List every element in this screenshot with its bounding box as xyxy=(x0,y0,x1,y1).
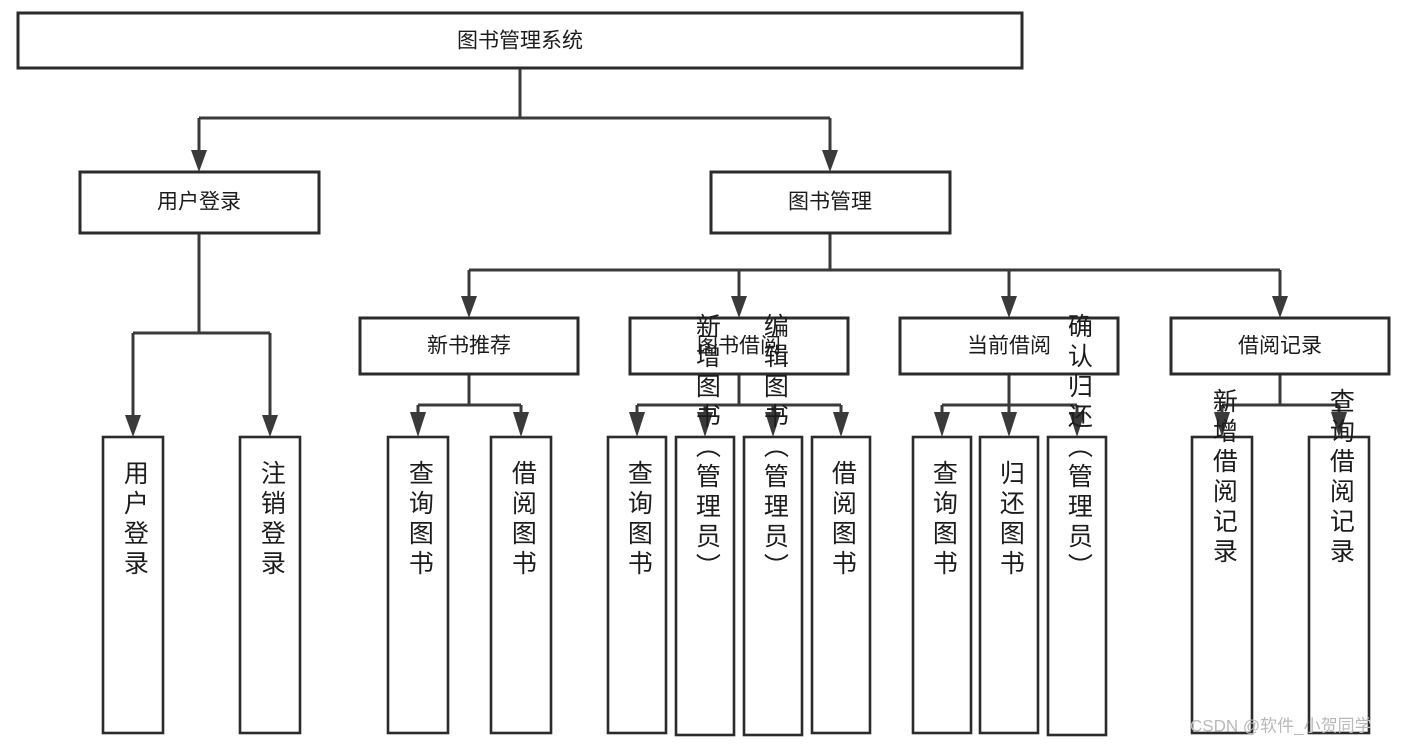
node-leaf-query-book-3-box[interactable] xyxy=(911,435,973,735)
node-book-borrow-box[interactable] xyxy=(628,316,850,376)
node-leaf-query-record-box[interactable] xyxy=(1307,435,1371,735)
node-leaf-borrow-book-1[interactable]: 借阅图书 xyxy=(489,435,553,735)
node-leaf-query-book-2-box[interactable] xyxy=(606,435,668,735)
node-current-borrow[interactable]: 当前借阅 xyxy=(898,316,1120,376)
node-root[interactable]: 图书管理系统 xyxy=(16,11,1024,70)
arrow-head-leaf-borrow-book-2 xyxy=(833,412,849,437)
node-leaf-edit-book[interactable]: 编辑图书（管理员） xyxy=(742,313,804,737)
node-current-borrow-box[interactable] xyxy=(898,316,1120,376)
arrow-head-leaf-edit-book xyxy=(765,412,781,437)
node-leaf-add-book-box[interactable] xyxy=(674,435,736,737)
arrow-head-leaf-return-book xyxy=(1001,412,1017,437)
node-root-box[interactable] xyxy=(16,11,1024,70)
arrow-head-leaf-query-book-1 xyxy=(410,412,426,437)
node-leaf-query-book-3[interactable]: 查询图书 xyxy=(911,435,973,735)
node-new-book-recommend-box[interactable] xyxy=(358,316,580,376)
node-book-management-box[interactable] xyxy=(709,170,952,235)
arrow-head-book-management xyxy=(822,150,838,172)
node-leaf-borrow-book-1-box[interactable] xyxy=(489,435,553,735)
node-leaf-edit-book-label: 编辑图书（管理员） xyxy=(760,313,789,583)
node-leaf-return-book[interactable]: 归还图书 xyxy=(978,435,1040,735)
node-leaf-query-record-label: 查询借阅记录 xyxy=(1326,388,1355,568)
node-leaf-query-book-2[interactable]: 查询图书 xyxy=(606,435,668,735)
node-user-login-label: 用户登录 xyxy=(157,191,241,214)
node-leaf-user-logout-label: 注销登录 xyxy=(257,460,286,580)
node-book-borrow[interactable]: 图书借阅 xyxy=(628,316,850,376)
node-leaf-user-login-box[interactable] xyxy=(101,435,165,735)
node-borrow-record[interactable]: 借阅记录 xyxy=(1169,316,1391,376)
node-new-book-recommend[interactable]: 新书推荐 xyxy=(358,316,580,376)
arrow-head-leaf-query-record xyxy=(1331,412,1347,437)
node-book-borrow-label: 图书借阅 xyxy=(697,335,781,358)
node-leaf-add-record-label: 新增借阅记录 xyxy=(1209,388,1238,568)
node-leaf-query-book-1-box[interactable] xyxy=(386,435,450,735)
arrow-head-leaf-confirm-return xyxy=(1069,412,1085,437)
node-leaf-query-record[interactable]: 查询借阅记录 xyxy=(1307,388,1371,735)
node-leaf-add-record[interactable]: 新增借阅记录 xyxy=(1190,388,1254,735)
node-leaf-add-record-box[interactable] xyxy=(1190,435,1254,735)
node-leaf-return-book-label: 归还图书 xyxy=(996,460,1025,580)
node-leaf-query-book-3-label: 查询图书 xyxy=(929,460,958,580)
node-leaf-user-login-label: 用户登录 xyxy=(120,460,149,580)
arrow-head-leaf-add-record xyxy=(1214,412,1230,437)
node-borrow-record-label: 借阅记录 xyxy=(1238,335,1322,358)
arrow-head-leaf-borrow-book-1 xyxy=(513,412,529,437)
arrow-head-borrow-record xyxy=(1272,296,1288,318)
arrow-head-current-borrow xyxy=(1001,296,1017,318)
node-book-management[interactable]: 图书管理 xyxy=(709,170,952,235)
node-new-book-recommend-label: 新书推荐 xyxy=(427,335,511,358)
arrow-head-leaf-add-book xyxy=(697,412,713,437)
node-leaf-query-book-1[interactable]: 查询图书 xyxy=(386,435,450,735)
node-user-login[interactable]: 用户登录 xyxy=(78,170,321,235)
node-leaf-query-book-2-label: 查询图书 xyxy=(624,460,653,580)
arrow-head-leaf-user-logout xyxy=(262,415,278,437)
node-user-login-box[interactable] xyxy=(78,170,321,235)
node-leaf-query-book-1-label: 查询图书 xyxy=(405,460,434,580)
node-leaf-add-book-label: 新增图书（管理员） xyxy=(692,313,721,583)
csdn-watermark: CSDN @软件_小贺同学 xyxy=(1190,716,1372,735)
arrow-head-book-borrow xyxy=(731,296,747,318)
node-leaf-user-logout[interactable]: 注销登录 xyxy=(238,435,302,735)
node-book-management-label: 图书管理 xyxy=(788,191,872,214)
arrow-head-leaf-user-login xyxy=(125,415,141,437)
node-leaf-edit-book-box[interactable] xyxy=(742,435,804,737)
node-current-borrow-label: 当前借阅 xyxy=(967,335,1051,358)
node-leaf-add-book[interactable]: 新增图书（管理员） xyxy=(674,313,736,737)
node-leaf-borrow-book-2-box[interactable] xyxy=(810,435,872,735)
node-leaf-borrow-book-2-label: 借阅图书 xyxy=(828,460,857,580)
node-leaf-confirm-return-label: 确认归还（管理员） xyxy=(1064,313,1093,583)
node-leaf-return-book-box[interactable] xyxy=(978,435,1040,735)
arrow-head-user-login xyxy=(191,150,207,172)
node-borrow-record-box[interactable] xyxy=(1169,316,1391,376)
arrow-head-leaf-query-book-3 xyxy=(934,412,950,437)
node-leaf-user-login[interactable]: 用户登录 xyxy=(101,435,165,735)
arrow-head-new-book-recommend xyxy=(461,296,477,318)
connector-layer xyxy=(125,68,1347,437)
node-leaf-borrow-book-2[interactable]: 借阅图书 xyxy=(810,435,872,735)
node-leaf-borrow-book-1-label: 借阅图书 xyxy=(508,460,537,580)
node-leaf-confirm-return-box[interactable] xyxy=(1046,435,1108,737)
node-leaf-user-logout-box[interactable] xyxy=(238,435,302,735)
node-leaf-confirm-return[interactable]: 确认归还（管理员） xyxy=(1046,313,1108,737)
arrow-head-leaf-query-book-2 xyxy=(629,412,645,437)
node-root-label: 图书管理系统 xyxy=(457,30,583,53)
